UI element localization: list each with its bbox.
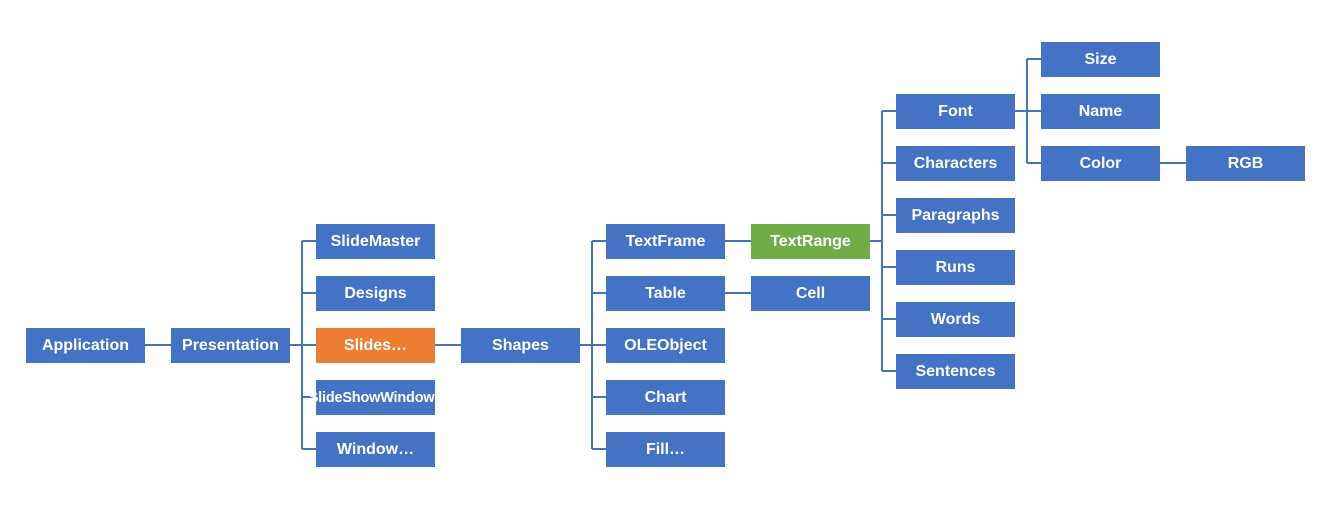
node-designs: Designs <box>316 276 435 311</box>
node-presentation: Presentation <box>171 328 290 363</box>
node-shapes: Shapes <box>461 328 580 363</box>
node-words: Words <box>896 302 1015 337</box>
node-textframe: TextFrame <box>606 224 725 259</box>
node-textrange: TextRange <box>751 224 870 259</box>
node-size: Size <box>1041 42 1160 77</box>
node-rgb: RGB <box>1186 146 1305 181</box>
node-application: Application <box>26 328 145 363</box>
node-slidemaster: SlideMaster <box>316 224 435 259</box>
node-characters: Characters <box>896 146 1015 181</box>
node-cell: Cell <box>751 276 870 311</box>
node-name: Name <box>1041 94 1160 129</box>
node-runs: Runs <box>896 250 1015 285</box>
node-chart: Chart <box>606 380 725 415</box>
node-sentences: Sentences <box>896 354 1015 389</box>
node-slides: Slides… <box>316 328 435 363</box>
node-window: Window… <box>316 432 435 467</box>
node-paragraphs: Paragraphs <box>896 198 1015 233</box>
node-table: Table <box>606 276 725 311</box>
node-oleobject: OLEObject <box>606 328 725 363</box>
node-slideshowwindows: SlideShowWindows <box>309 380 443 415</box>
node-fill: Fill… <box>606 432 725 467</box>
node-font: Font <box>896 94 1015 129</box>
node-color: Color <box>1041 146 1160 181</box>
